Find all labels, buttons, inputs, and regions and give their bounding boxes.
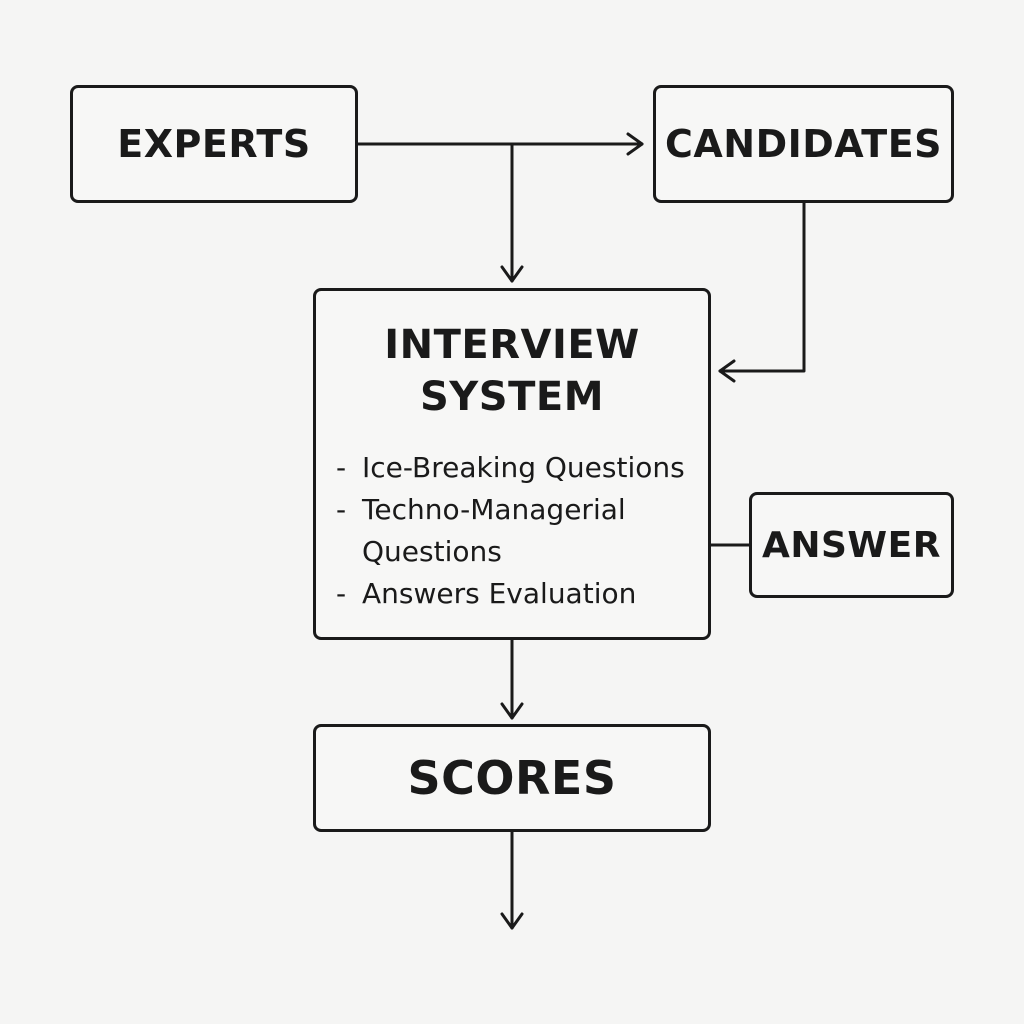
- arrow-experts-to-candidates: [356, 132, 644, 156]
- list-item-text: Ice-Breaking Questions: [362, 451, 685, 484]
- interview-system-title: INTERVIEW SYSTEM: [316, 319, 708, 423]
- scores-label: SCORES: [407, 751, 617, 805]
- list-item-text: Techno-Managerial Questions: [362, 493, 626, 568]
- bullet-dash: -: [336, 577, 347, 610]
- bullet-dash: -: [336, 493, 347, 526]
- list-item-text: Answers Evaluation: [362, 577, 637, 610]
- list-item: - Ice-Breaking Questions: [336, 447, 708, 489]
- interview-system-title-line-2: SYSTEM: [420, 374, 604, 420]
- candidates-label: CANDIDATES: [664, 122, 943, 166]
- interview-system-list: - Ice-Breaking Questions - Techno-Manage…: [336, 447, 708, 615]
- arrow-interview-system-to-scores: [500, 638, 524, 720]
- experts-node: EXPERTS: [70, 85, 358, 203]
- scores-node: SCORES: [313, 724, 711, 832]
- arrow-experts-to-interview-system: [500, 142, 524, 283]
- list-item: - Techno-Managerial Questions: [336, 489, 708, 573]
- candidates-node: CANDIDATES: [653, 85, 954, 203]
- interview-system-title-line-1: INTERVIEW: [384, 322, 640, 368]
- arrow-scores-output: [500, 830, 524, 930]
- bullet-dash: -: [336, 451, 347, 484]
- answer-node: ANSWER: [749, 492, 954, 598]
- arrow-candidates-to-interview-system: [718, 201, 806, 383]
- answer-label: ANSWER: [762, 524, 941, 566]
- experts-label: EXPERTS: [117, 122, 311, 166]
- list-item: - Answers Evaluation: [336, 573, 708, 615]
- interview-system-node: INTERVIEW SYSTEM - Ice-Breaking Question…: [313, 288, 711, 640]
